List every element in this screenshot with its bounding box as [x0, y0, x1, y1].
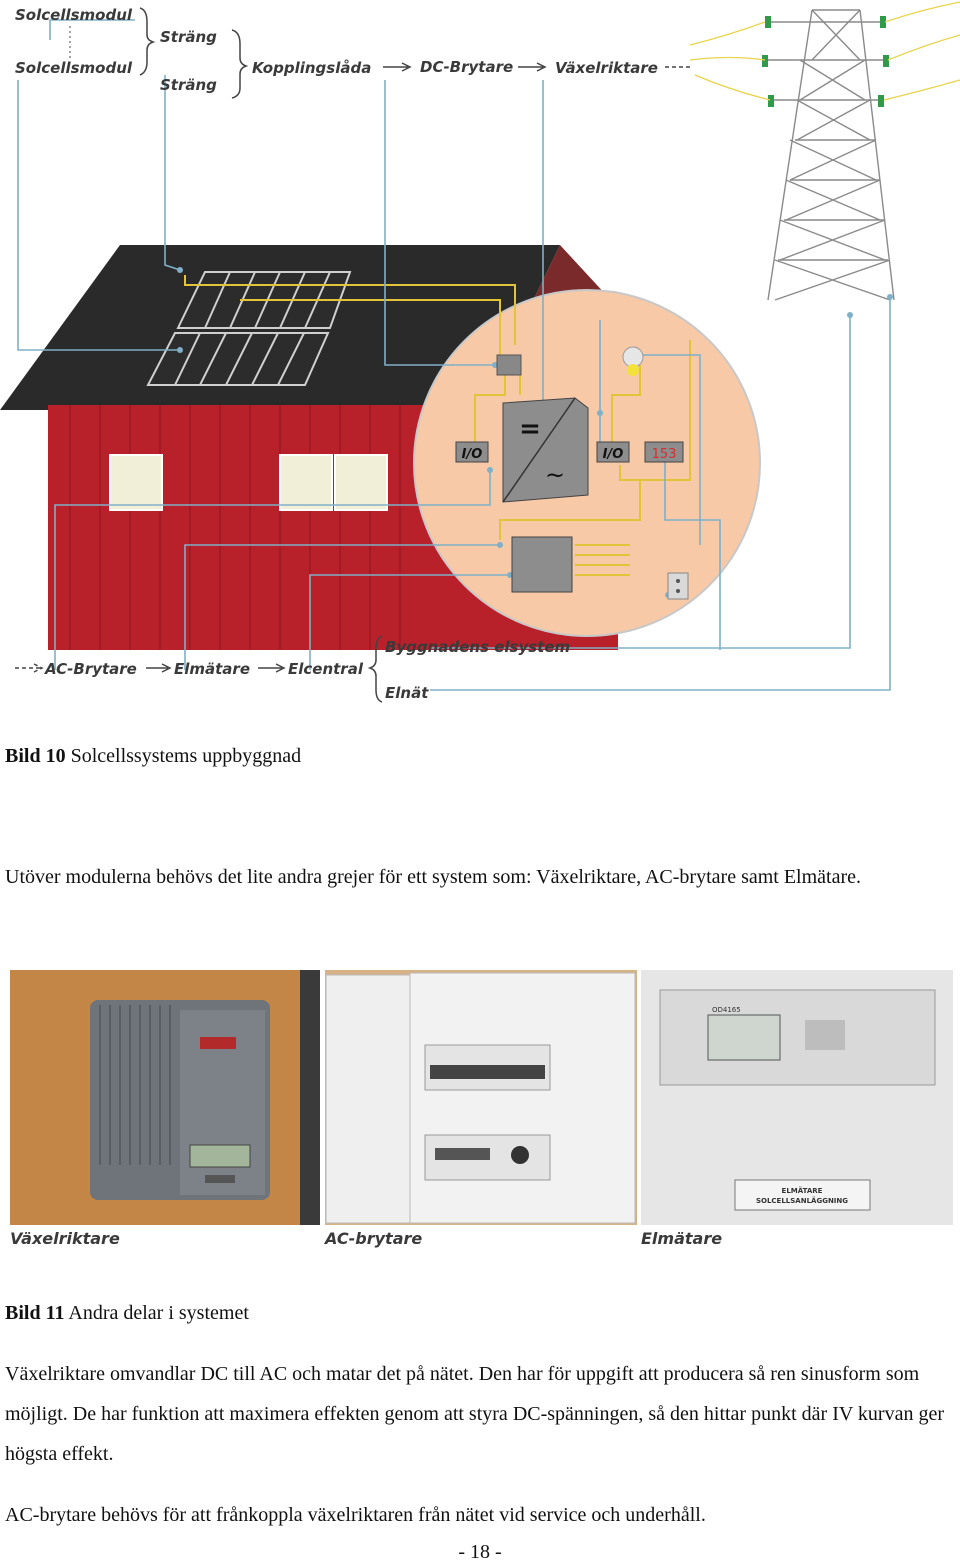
io-switch-right: I/O	[596, 441, 630, 463]
dc-symbol: =	[519, 414, 541, 444]
caption-label: Bild 11	[5, 1302, 65, 1324]
io-right-label: I/O	[603, 447, 624, 462]
meter-count-label: 153	[652, 447, 677, 462]
meter-plate-line2: SOLCELLSANLÄGGNING	[756, 1196, 848, 1205]
string-label-2: Sträng	[160, 76, 217, 94]
central-box	[511, 536, 573, 593]
page-number: - 18 -	[458, 1541, 502, 1563]
module-label-2: Solcellsmodul	[15, 59, 133, 77]
arrow-icon	[383, 62, 412, 72]
junction-box	[496, 354, 522, 376]
ac-switch-label: AC-Brytare	[44, 660, 137, 678]
window	[279, 454, 333, 511]
figure-caption-1: Bild 10 Solcellssystems uppbyggnad	[5, 743, 301, 769]
caption-text: Solcellssystems uppbyggnad	[70, 745, 302, 767]
outlet-icon	[667, 572, 689, 600]
intro-paragraph: Utöver modulerna behövs det lite andra g…	[5, 866, 862, 888]
meter-photo-label: Elmätare	[641, 1229, 723, 1248]
arrow-icon	[146, 663, 172, 673]
meter-model: OD4165	[712, 1006, 741, 1014]
inverter-photo	[10, 970, 320, 1225]
paragraph-ac-switch: AC-brytare behövs för att frånkoppla väx…	[5, 1504, 706, 1526]
power-tower	[765, 9, 895, 301]
meter-plate-line1: ELMÄTARE	[782, 1186, 823, 1195]
figure-caption-2: Bild 11 Andra delar i systemet	[5, 1300, 249, 1326]
junction-box-label: Kopplingslåda	[252, 59, 371, 77]
inverter-photo-label: Växelriktare	[10, 1229, 120, 1248]
brace-icon	[139, 7, 156, 76]
central-label: Elcentral	[288, 660, 364, 678]
window	[109, 454, 163, 511]
insulators	[762, 16, 889, 107]
module-label-1: Solcellsmodul	[15, 6, 133, 24]
io-switch-left: I/O	[455, 441, 489, 463]
lamp-icon	[622, 346, 644, 376]
leader-lines	[17, 19, 891, 691]
arrow-icon	[15, 663, 44, 673]
ac-switch-photo	[325, 970, 637, 1225]
inverter-box: = ~	[502, 397, 589, 503]
brace-icon	[231, 29, 249, 99]
meter-box: 153	[644, 441, 684, 463]
arrow-icon	[518, 62, 547, 72]
caption-text: Andra delar i systemet	[68, 1302, 249, 1324]
paragraph-inverter: Växelriktare omvandlar DC till AC och ma…	[5, 1363, 945, 1465]
meter-photo: ELMÄTARE SOLCELLSANLÄGGNING OD4165	[641, 970, 953, 1225]
dc-switch-label: DC-Brytare	[420, 58, 513, 76]
ac-switch-photo-label: AC-brytare	[325, 1229, 423, 1248]
caption-label: Bild 10	[5, 745, 66, 767]
grid-label: Elnät	[385, 684, 429, 702]
io-left-label: I/O	[462, 447, 483, 462]
dc-wires	[184, 275, 691, 576]
solar-system-diagram: = ~ I/O I/O 153 Solcellsmodul Solcellsmo…	[0, 1, 960, 703]
power-lines	[689, 1, 960, 101]
window	[334, 454, 388, 511]
brace-icon	[367, 635, 383, 703]
arrow-icon	[258, 663, 286, 673]
ac-symbol: ~	[545, 461, 565, 489]
string-label-1: Sträng	[160, 28, 217, 46]
component-photos: ELMÄTARE SOLCELLSANLÄGGNING OD4165	[10, 970, 953, 1225]
meter-label: Elmätare	[174, 660, 250, 678]
inverter-label: Växelriktare	[555, 59, 658, 77]
building-system-label: Byggnadens elsystem	[385, 638, 570, 656]
